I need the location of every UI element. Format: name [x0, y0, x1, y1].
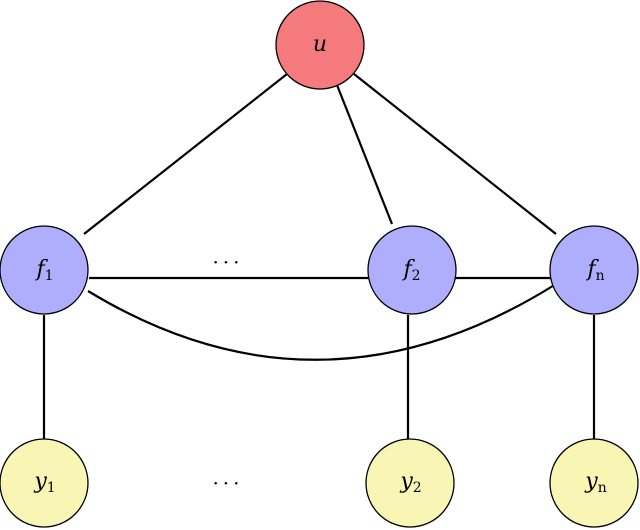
node-y1: y1: [0, 438, 89, 528]
edge-f1-fn: [87, 283, 557, 361]
y-row-ellipsis: ···: [212, 471, 243, 495]
node-y2-circle: [365, 438, 455, 528]
node-yn-circle: [549, 438, 639, 528]
node-y1-circle: [0, 438, 89, 528]
node-f1: f1: [0, 225, 89, 315]
node-fn-circle: [549, 225, 639, 315]
node-fn: fn: [549, 225, 639, 315]
node-y1-label: y1: [33, 469, 55, 496]
node-yn-label: yn: [584, 469, 606, 496]
node-y2-label: y2: [399, 469, 421, 496]
node-f1-circle: [0, 225, 89, 315]
edge-u-fn: [353, 73, 557, 235]
f-row-ellipsis: ···: [212, 250, 243, 274]
edge-u-f2: [335, 84, 394, 225]
node-u: u: [275, 0, 365, 90]
node-u-circle: [275, 0, 365, 90]
edges: [42, 73, 596, 439]
node-f2-circle: [367, 225, 457, 315]
edge-u-f1: [83, 73, 288, 235]
node-y2: y2: [365, 438, 455, 528]
node-u-label: u: [313, 32, 327, 57]
node-f2: f2: [367, 225, 457, 315]
node-yn: yn: [549, 438, 639, 528]
